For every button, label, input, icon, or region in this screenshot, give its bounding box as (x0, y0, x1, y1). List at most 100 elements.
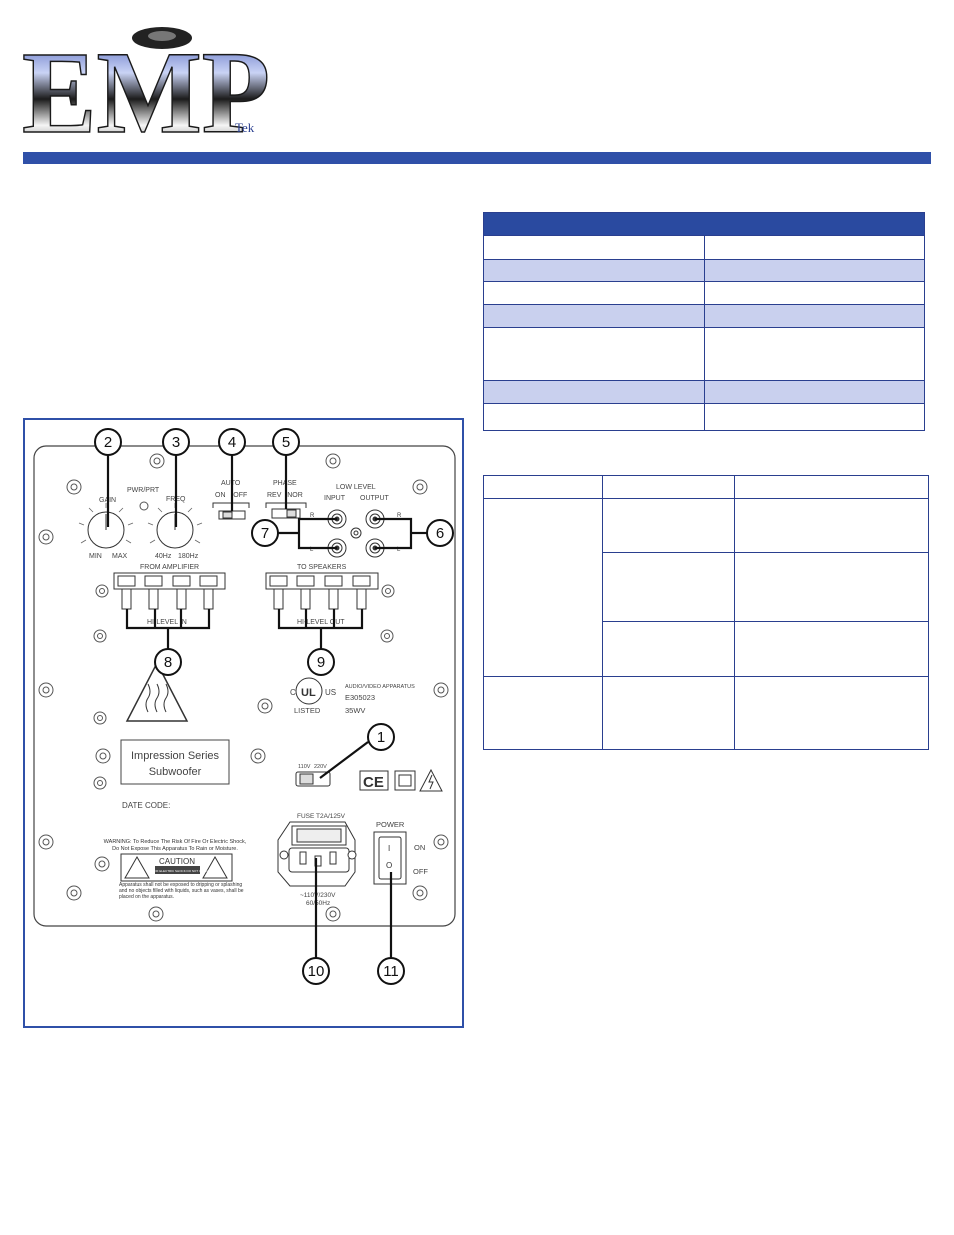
power-label: POWER (376, 820, 405, 829)
caution-label: CAUTION (159, 857, 195, 866)
apparatus-line2: and no objects filled with liquids, such… (119, 888, 244, 894)
trouble-cell (734, 498, 929, 553)
callout-6: 6 (436, 525, 444, 542)
callout-1: 1 (377, 729, 385, 746)
spec-cell (704, 259, 925, 282)
caution-label-box (120, 853, 233, 882)
callout-5: 5 (282, 434, 290, 451)
model-code-label: 35WV (345, 706, 365, 715)
warning-line2: Do Not Expose This Apparatus To Rain or … (112, 846, 238, 852)
output-label: OUTPUT (360, 495, 390, 502)
spec-cell (704, 380, 925, 404)
trouble-cell (734, 552, 929, 622)
specifications-table (483, 212, 925, 431)
trouble-cell (734, 676, 929, 750)
callout-8: 8 (164, 654, 172, 671)
callout-11: 11 (383, 963, 399, 980)
fuse-label: FUSE T2A/125V (297, 813, 346, 820)
trouble-header-cell (734, 475, 929, 499)
power-off-label: OFF (413, 867, 428, 876)
ul-c-label: C (290, 688, 296, 697)
voltage-110-label: 110V (298, 764, 311, 770)
date-code-label: DATE CODE: (122, 801, 170, 810)
output-r-label: R (397, 513, 402, 519)
power-on-label: ON (414, 843, 425, 852)
callout-10: 10 (308, 963, 325, 980)
input-label: INPUT (324, 495, 346, 502)
shock-hazard-icon (419, 768, 443, 792)
input-l-label: L (310, 547, 314, 553)
trouble-cell (734, 621, 929, 677)
hi-level-out-terminals[interactable] (265, 572, 379, 610)
warning-line1: WARNING: To Reduce The Risk Of Fire Or E… (104, 839, 247, 845)
pwr-led-icon (139, 501, 149, 511)
spec-cell (483, 380, 705, 404)
ul-us-label: US (325, 688, 336, 697)
spec-cell (483, 281, 705, 305)
spec-cell (704, 327, 925, 381)
callout-2: 2 (104, 434, 112, 451)
input-r-label: R (310, 513, 315, 519)
troubleshooting-table (483, 475, 929, 750)
screw-icons (38, 453, 449, 922)
ul-listed-icon (295, 677, 323, 705)
callout-9: 9 (317, 654, 325, 671)
apparatus-line1: Apparatus shall not be exposed to drippi… (119, 882, 242, 888)
model-plate (120, 739, 230, 785)
spec-cell (704, 403, 925, 431)
hi-level-out-label: HI-LEVEL OUT (297, 619, 345, 626)
series-name-line1: Impression Series (131, 750, 220, 762)
trouble-cell (483, 498, 603, 677)
freq-knob[interactable] (147, 503, 203, 549)
freq-180hz-label: 180Hz (178, 553, 199, 560)
freq-40hz-label: 40Hz (155, 553, 172, 560)
rear-panel-figure (23, 418, 464, 1028)
spec-cell (704, 281, 925, 305)
spec-cell (483, 235, 705, 260)
callout-markers (94, 428, 454, 985)
pwr-prt-label: PWR/PRT (127, 487, 160, 494)
spec-cell (483, 259, 705, 282)
power-inlet[interactable] (277, 821, 357, 887)
logo-suffix: Tek (235, 120, 255, 135)
caution-sub-band (155, 866, 200, 874)
gain-knob[interactable] (78, 503, 134, 549)
file-number-label: E305023 (345, 693, 375, 702)
phase-rev-nor-label: REV NOR (267, 492, 303, 499)
gain-min-label: MIN (89, 553, 102, 560)
emp-tek-logo: EMP Tek (22, 26, 271, 137)
ul-mark: UL (301, 687, 316, 699)
logo-text: EMP (22, 27, 270, 137)
spec-header (483, 212, 925, 236)
trouble-cell (483, 676, 603, 750)
hot-surface-warning-icon (125, 661, 189, 722)
ground-screw-icon (350, 527, 362, 539)
double-insulation-icon (394, 770, 416, 791)
av-apparatus-label: AUDIO/VIDEO APPARATUS (345, 684, 415, 690)
header-rule (23, 152, 931, 164)
spec-cell (704, 235, 925, 260)
gain-max-label: MAX (112, 553, 128, 560)
spec-cell (704, 304, 925, 328)
ul-listed-label: LISTED (294, 706, 321, 715)
callout-7: 7 (261, 525, 269, 542)
to-speakers-label: TO SPEAKERS (297, 564, 347, 571)
callout-3: 3 (172, 434, 180, 451)
spec-cell (483, 327, 705, 381)
caution-sub-label: RISK OF ELECTRIC SHOCK DO NOT OPEN (147, 869, 208, 873)
output-l-label: L (397, 547, 401, 553)
ce-mark-icon (359, 770, 389, 791)
leader-lines (106, 455, 427, 958)
from-amplifier-label: FROM AMPLIFIER (140, 564, 199, 571)
power-switch-on-mark: I (388, 844, 390, 853)
ce-mark: CE (363, 774, 384, 791)
callout-4: 4 (228, 434, 236, 451)
spec-cell (483, 304, 705, 328)
series-name-line2: Subwoofer (149, 766, 202, 778)
spec-cell (483, 403, 705, 431)
hi-level-in-label: HI-LEVEL IN (147, 619, 187, 626)
apparatus-line3: placed on the apparatus. (119, 894, 174, 900)
voltage-line1: ~110V/230V (300, 892, 336, 899)
low-level-label: LOW LEVEL (336, 484, 376, 491)
